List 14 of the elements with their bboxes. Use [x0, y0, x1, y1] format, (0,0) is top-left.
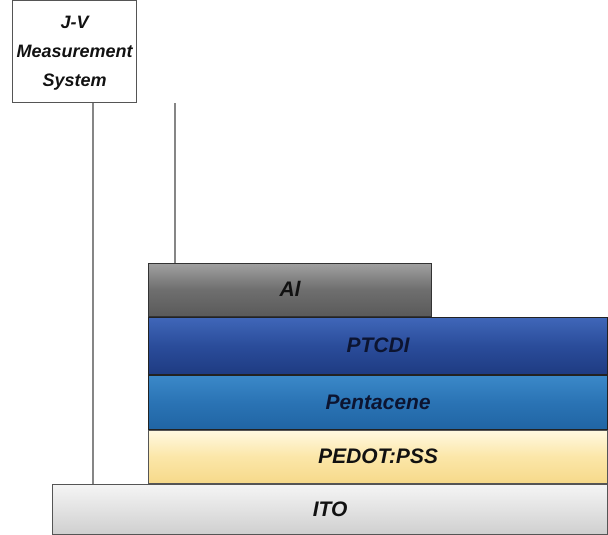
layer-label: Pentacene — [325, 390, 431, 416]
wire — [174, 103, 176, 263]
instrument-box — [12, 0, 137, 103]
layer-label: PEDOT:PSS — [318, 444, 438, 470]
layer-label: Al — [280, 277, 300, 304]
layer-label: ITO — [312, 496, 348, 523]
wire — [92, 103, 94, 484]
substrate-layer — [52, 484, 608, 535]
layer-band — [148, 430, 608, 484]
layer-label: J-V Measurement System — [15, 11, 134, 92]
electrode-layer — [148, 263, 432, 317]
layer-band — [148, 375, 608, 430]
layer-band — [148, 317, 608, 375]
layer-label: PTCDI — [346, 333, 410, 360]
